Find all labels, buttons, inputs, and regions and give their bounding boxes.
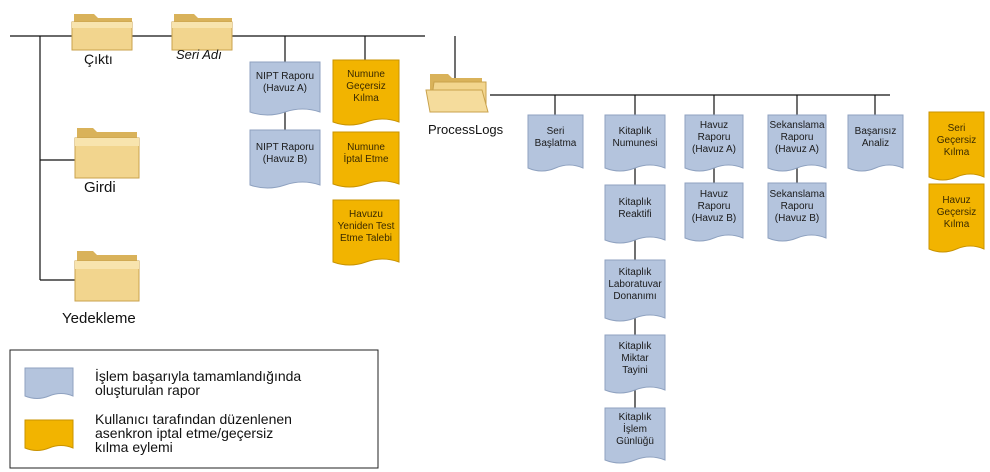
doc-shape-basarisiz-analiz[interactable] [847,114,904,172]
doc-shape-kitaplik-reaktifi[interactable] [604,184,666,244]
doc-shape-nipt-b[interactable] [249,129,321,189]
legend-report-swatch [24,367,74,399]
folder-label-seri-adi: Seri Adı [176,47,222,62]
folder-label-girdi: Girdi [84,179,116,196]
doc-shape-kitaplik-miktar[interactable] [604,334,666,394]
doc-shape-numune-gecersiz[interactable] [332,59,400,126]
doc-shape-havuzu-yeniden[interactable] [332,199,400,266]
folder-icon-processlogs[interactable] [425,74,489,113]
folder-label-processlogs: ProcessLogs [428,122,504,137]
report-documents [249,59,985,464]
doc-shape-havuz-raporu-b[interactable] [684,182,744,242]
folder-label-cikti: Çıktı [84,51,113,67]
folder-label-yedekleme: Yedekleme [62,310,136,327]
doc-shape-kitaplik-islem[interactable] [604,407,666,464]
folder-icon-seri-adi[interactable] [171,14,233,51]
connector-lines [10,35,890,408]
legend-action-swatch [24,419,74,451]
folder-icon-girdi[interactable] [74,128,140,179]
folder-icon-yedekleme[interactable] [74,251,140,302]
folder-icon-cikti[interactable] [71,14,133,51]
doc-label-nipt-b: NIPT Raporu(Havuz B) [255,141,315,165]
doc-shape-nipt-a[interactable] [249,61,321,116]
doc-shape-numune-iptal[interactable] [332,131,400,188]
doc-shape-havuz-gecersiz[interactable] [928,183,985,253]
doc-shape-sekanslama-b[interactable] [767,182,827,242]
doc-shape-sekanslama-a[interactable] [767,114,827,172]
doc-label-nipt-a: NIPT Raporu(Havuz A) [255,71,315,94]
doc-shape-havuz-raporu-a[interactable] [684,114,744,172]
doc-shape-kitaplik-numunesi[interactable] [604,114,666,172]
doc-shape-kitaplik-lab[interactable] [604,259,666,322]
doc-shape-seri-baslatma[interactable] [527,114,584,172]
doc-shape-seri-gecersiz[interactable] [928,111,985,181]
